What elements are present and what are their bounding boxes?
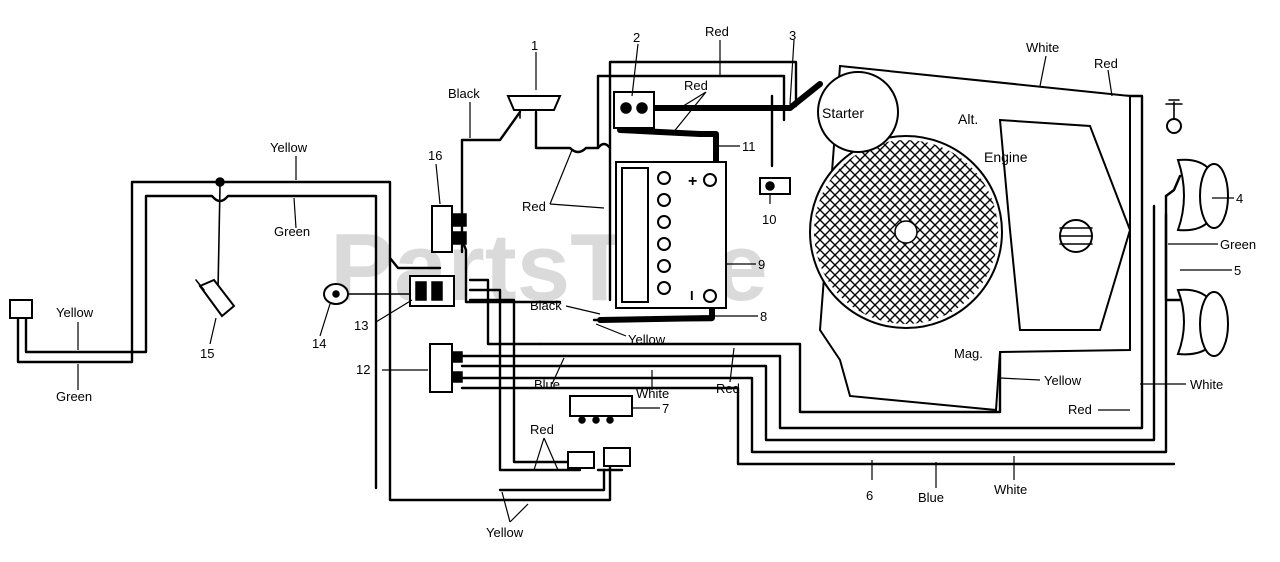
pto-switch <box>429 343 463 393</box>
wire-label-white-mid: White <box>636 386 669 401</box>
callout-15: 15 <box>200 346 214 361</box>
callout-3: 3 <box>789 28 796 43</box>
wire-label-black-batt: Black <box>530 298 562 313</box>
wire-label-red-2: Red <box>684 78 708 93</box>
ignition-switch <box>409 275 455 307</box>
diode-connector <box>759 177 791 195</box>
wire-label-white-right: White <box>1190 377 1223 392</box>
starter-motor <box>817 71 899 153</box>
battery-positive-terminal: + <box>688 173 697 190</box>
callout-14: 14 <box>312 336 326 351</box>
callout-numbers: 1 2 3 4 5 6 7 8 9 10 11 12 13 14 15 16 <box>200 28 1243 503</box>
wire-label-red-low: Red <box>530 422 554 437</box>
callout-4: 4 <box>1236 191 1243 206</box>
callout-10: 10 <box>762 212 776 227</box>
wire-label-yellow-mag: Yellow <box>1044 373 1082 388</box>
callout-9: 9 <box>758 257 765 272</box>
wire-label-blue-mid: Blue <box>534 377 560 392</box>
wire-label-yellow-top: Yellow <box>270 140 308 155</box>
callout-5: 5 <box>1234 263 1241 278</box>
left-harness <box>16 177 612 502</box>
headlight-lower <box>1176 288 1229 357</box>
starter-solenoid <box>613 91 655 129</box>
wire-label-blue-bottom: Blue <box>918 490 944 505</box>
callout-12: 12 <box>356 362 370 377</box>
wire-label-green-right: Green <box>1220 237 1256 252</box>
callout-13: 13 <box>354 318 368 333</box>
wire-color-labels: Red White Red Red Black Yellow Green Red… <box>56 24 1256 540</box>
fuse-holder <box>506 95 562 119</box>
callout-2: 2 <box>633 30 640 45</box>
wire-label-red-mid2: Red <box>716 381 740 396</box>
wire-label-yellow-left: Yellow <box>56 305 94 320</box>
callout-6: 6 <box>866 488 873 503</box>
seat-switch <box>195 278 236 318</box>
callout-16: 16 <box>428 148 442 163</box>
wire-label-green-top: Green <box>274 224 310 239</box>
callout-1: 1 <box>531 38 538 53</box>
starter-label: Starter <box>822 105 864 121</box>
engine-label: Engine <box>984 149 1028 165</box>
mag-label: Mag. <box>954 346 983 361</box>
battery: + I <box>615 161 727 309</box>
wire-label-red-mid: Red <box>522 199 546 214</box>
junction-node <box>215 177 225 187</box>
component-labels: Starter Alt. Engine Mag. <box>822 105 1028 361</box>
callout-11: 11 <box>742 139 756 154</box>
ignition-key <box>323 283 411 305</box>
wire-label-red-top-right: Red <box>1094 56 1118 71</box>
rectifier <box>569 395 633 424</box>
harness-plug <box>9 299 33 319</box>
wire-label-red-top: Red <box>705 24 729 39</box>
wire-label-yellow-batt: Yellow <box>628 332 666 347</box>
wire-label-white-top: White <box>1026 40 1059 55</box>
ground-terminal <box>1165 99 1183 134</box>
wire-label-red-right: Red <box>1068 402 1092 417</box>
callout-7: 7 <box>662 401 669 416</box>
leader-lines <box>77 39 1234 523</box>
battery-negative-terminal: I <box>690 288 694 303</box>
callout-8: 8 <box>760 309 767 324</box>
wire-label-yellow-bottom: Yellow <box>486 525 524 540</box>
wire-label-white-bottom: White <box>994 482 1027 497</box>
headlight-upper <box>1176 158 1229 232</box>
wire-label-green-left: Green <box>56 389 92 404</box>
engine <box>809 64 1132 412</box>
safety-switches <box>567 447 631 469</box>
alt-label: Alt. <box>958 111 978 127</box>
wire-label-black-top: Black <box>448 86 480 101</box>
